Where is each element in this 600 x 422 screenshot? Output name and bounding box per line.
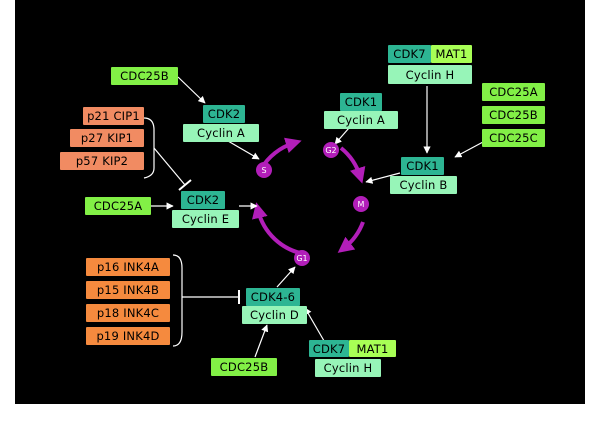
cdc25b-right-label: CDC25B: [482, 106, 545, 124]
p16-ink4a-label: p16 INK4A: [86, 258, 170, 276]
arrow-cdk2-cyclin-a-to-s: [227, 140, 260, 160]
cyclin-h-top: Cyclin H: [388, 65, 472, 84]
phase-g1-marker: G1: [294, 250, 310, 266]
cdc25b-top-label: CDC25B: [111, 67, 178, 85]
cdk46-kinase: CDK4-6: [246, 288, 300, 306]
arrow-cdc25b-to-cdk2-cyclin-a: [177, 76, 206, 104]
phase-s-marker: S: [256, 162, 272, 178]
p19-ink4d-label: p19 INK4D: [86, 327, 170, 345]
ink4-bracket: [172, 254, 183, 347]
cycle-arc-g1-s: [252, 202, 306, 256]
cycle-arc-m-g1: [337, 221, 365, 253]
cdk46-cyclin: Cyclin D: [242, 306, 307, 324]
p27-kip1-label: p27 KIP1: [70, 129, 144, 147]
arrow-cdk1-cyclin-a-to-g2: [334, 127, 350, 145]
cdc25a-left-label: CDC25A: [85, 197, 151, 215]
cip-kip-bracket: [143, 117, 155, 179]
cdc25c-right-label: CDC25C: [482, 129, 545, 147]
cdc25a-right-label: CDC25A: [482, 83, 545, 101]
arrow-cdk46-cyclin-d-to-g1: [276, 266, 296, 288]
p57-kip2-label: p57 KIP2: [60, 152, 144, 170]
cip-kip-inhibit-bar: [178, 179, 192, 191]
cdk1-b-cyclin: Cyclin B: [390, 176, 457, 194]
cdk2-a-kinase: CDK2: [203, 105, 245, 123]
cip-kip-inhibit-line: [153, 147, 186, 186]
arrow-cdk7-to-cdk46: [304, 307, 328, 347]
cell-cycle-ring: [252, 137, 366, 256]
mat1-bottom: MAT1: [349, 340, 396, 357]
cdk1-a-cyclin: Cyclin A: [324, 111, 398, 129]
mat1-top: MAT1: [431, 45, 472, 63]
p21-cip1-label: p21 CIP1: [83, 107, 144, 125]
cdk2-a-cyclin: Cyclin A: [183, 124, 259, 142]
arrow-cdc25b-to-cdk46: [254, 324, 269, 358]
diagram-canvas: S G2 M G1 CDC25B CDK2 Cyclin A CDK1 Cycl…: [15, 0, 585, 404]
cdk2-e-kinase: CDK2: [181, 191, 225, 209]
cdk1-b-kinase: CDK1: [401, 157, 444, 175]
phase-g2-marker: G2: [323, 142, 339, 158]
cdk7-bottom-kinase: CDK7: [309, 340, 349, 357]
cdk2-e-cyclin: Cyclin E: [172, 210, 239, 228]
p18-ink4c-label: p18 INK4C: [86, 304, 170, 322]
phase-m-marker: M: [353, 196, 369, 212]
cycle-arc-g2-m: [339, 146, 366, 184]
cyclin-h-bottom: Cyclin H: [315, 359, 381, 377]
cdk1-a-kinase: CDK1: [340, 93, 382, 111]
p15-ink4b-label: p15 INK4B: [86, 281, 170, 299]
arrow-cdk1-cyclin-b-to-m: [365, 172, 401, 184]
arrow-cdc25c-to-cdk1-cyclin-b: [454, 141, 484, 158]
cdk7-top-kinase: CDK7: [388, 45, 431, 63]
cdc25b-bottom-label: CDC25B: [211, 358, 277, 376]
